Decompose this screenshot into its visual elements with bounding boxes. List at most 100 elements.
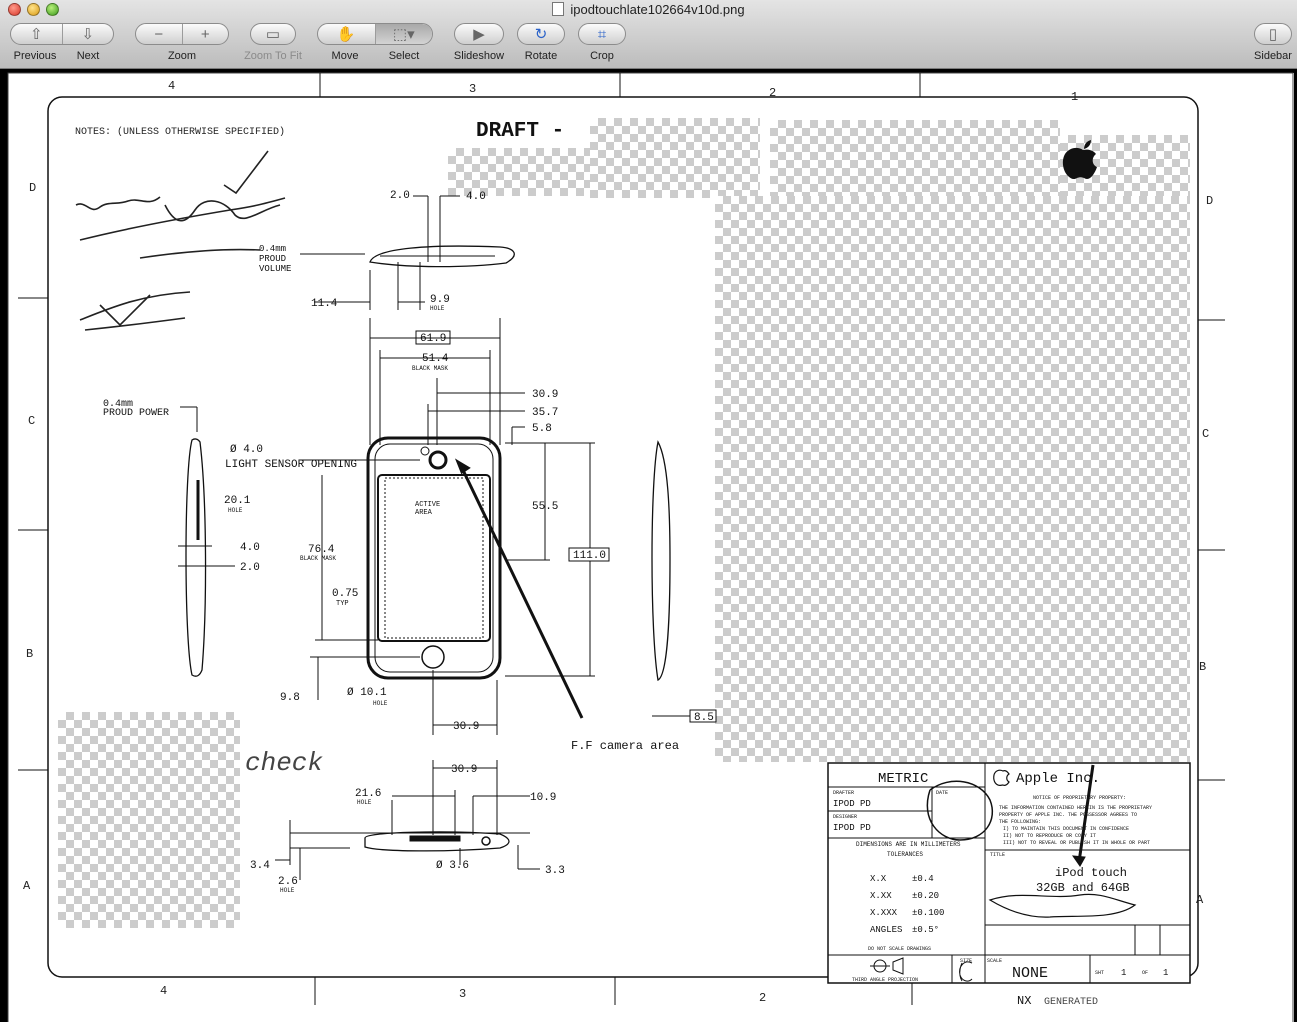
size-label: SIZE xyxy=(960,958,972,964)
tol-angles: ANGLES xyxy=(870,925,902,935)
apple-logo-small-icon xyxy=(993,769,1010,787)
notice-body-6: III) NOT TO REVEAL OR PUBLISH IT IN WHOL… xyxy=(1003,840,1150,846)
dim-3-3: 3.3 xyxy=(545,865,565,877)
dim-9-9: 9.9 xyxy=(430,294,450,306)
window-title-text: ipodtouchlate102664v10d.png xyxy=(570,2,745,17)
page-edge xyxy=(0,69,1297,73)
dim-9-8: 9.8 xyxy=(280,692,300,704)
zoom-window-button[interactable] xyxy=(46,3,59,16)
close-button[interactable] xyxy=(8,3,21,16)
scale-label: SCALE xyxy=(987,958,1002,964)
tol-x-xxx: X.XXX xyxy=(870,908,898,918)
minimize-button[interactable] xyxy=(27,3,40,16)
dim-8-5: 8.5 xyxy=(694,712,714,724)
crop-label: Crop xyxy=(590,50,614,62)
zoom-to-fit-button[interactable]: ▭ xyxy=(250,23,296,45)
handwritten-signature xyxy=(75,150,286,331)
zoom-to-fit-label: Zoom To Fit xyxy=(244,50,302,62)
move-tool-button[interactable]: ✋ xyxy=(318,24,375,44)
minus-icon: − xyxy=(154,25,164,43)
tol-x-xxx-val: ±0.100 xyxy=(912,908,944,918)
sht-value: 1 xyxy=(1121,968,1126,978)
product-name-line1: iPod touch xyxy=(1055,866,1127,880)
tol-x-xx-val: ±0.20 xyxy=(912,891,939,901)
zone-col-3: 3 xyxy=(469,82,476,96)
dim-proud-volume: 0.4mm xyxy=(259,244,286,254)
window-toolbar: ipodtouchlate102664v10d.png ⇧ ⇩ Previous… xyxy=(0,0,1297,69)
rotate-icon: ↻ xyxy=(534,26,548,43)
transparent-region xyxy=(590,118,760,198)
hand-icon: ✋ xyxy=(336,26,356,43)
dim-76-4: 76.4 xyxy=(308,544,335,556)
dim-hole-2: HOLE xyxy=(373,700,388,707)
dim-proud-power: 0.4mm xyxy=(103,399,133,410)
zoom-out-button[interactable]: − xyxy=(136,24,182,44)
tol-x-x: X.X xyxy=(870,874,887,884)
slideshow-button[interactable]: ▶ xyxy=(454,23,504,45)
zone-col-2-bottom: 2 xyxy=(759,991,766,1005)
notice-title: NOTICE OF PROPRIETARY PROPERTY: xyxy=(1033,795,1126,801)
dim-light-sensor: LIGHT SENSOR OPENING xyxy=(225,459,357,471)
ff-camera-label: F.F camera area xyxy=(571,739,679,753)
dim-0-75: 0.75 xyxy=(332,588,358,600)
dim-2-0: 2.0 xyxy=(390,190,410,202)
previous-button[interactable]: ⇧ xyxy=(11,24,62,44)
crop-button[interactable]: ⌗ xyxy=(578,23,626,45)
right-side-view xyxy=(651,440,717,723)
selection-icon: ⬚▾ xyxy=(392,26,415,43)
dim-20-1: 20.1 xyxy=(224,495,251,507)
dim-proud-volume-2: PROUD xyxy=(259,254,286,264)
bottom-view xyxy=(275,760,540,880)
rotate-button[interactable]: ↻ xyxy=(517,23,565,45)
slideshow-icon: ▶ xyxy=(473,26,485,43)
up-arrow-icon: ⇧ xyxy=(29,26,43,43)
zone-col-3-bottom: 3 xyxy=(459,987,466,1001)
transparent-region xyxy=(58,712,240,928)
page-edge xyxy=(0,69,8,1022)
zone-row-a-right: A xyxy=(1196,893,1204,907)
zoom-label: Zoom xyxy=(167,50,197,62)
next-label: Next xyxy=(76,50,100,62)
dim-hole-label: HOLE xyxy=(430,305,445,312)
dim-10-9: 10.9 xyxy=(530,792,556,804)
previous-label: Previous xyxy=(13,50,57,62)
tool-control: ✋ ⬚▾ xyxy=(317,23,433,45)
apple-logo-icon xyxy=(1062,140,1097,180)
transparent-region xyxy=(715,196,1190,762)
notice-body-4: I) TO MAINTAIN THIS DOCUMENT IN CONFIDEN… xyxy=(1003,826,1129,832)
move-label: Move xyxy=(331,50,359,62)
tol-angles-val: ±0.5° xyxy=(912,925,939,935)
ipod-front-view xyxy=(300,436,610,735)
camera-arrow xyxy=(454,458,584,719)
next-button[interactable]: ⇩ xyxy=(61,24,114,44)
select-tool-button[interactable]: ⬚▾ xyxy=(374,24,432,44)
dim-hole-4: HOLE xyxy=(357,799,372,806)
zone-row-a: A xyxy=(23,879,31,893)
sidebar-button[interactable]: ▯ xyxy=(1254,23,1292,45)
sht-label: SHT xyxy=(1095,970,1104,976)
dim-5-8: 5.8 xyxy=(532,423,552,435)
dim-proud-volume-3: VOLUME xyxy=(259,264,291,274)
dim-111-0: 111.0 xyxy=(573,550,606,562)
notice-body-5: II) NOT TO REPRODUCE OR COPY IT xyxy=(1003,833,1096,839)
dim-phi-10-1: Ø 10.1 xyxy=(347,687,387,699)
transparent-region xyxy=(770,120,1060,200)
notice-body-3: THE FOLLOWING: xyxy=(999,819,1041,825)
dim-2-6: 2.6 xyxy=(278,876,298,888)
title-label: TITLE xyxy=(990,852,1005,858)
dim-phi-4-0: Ø 4.0 xyxy=(230,444,263,456)
window-controls xyxy=(8,3,59,16)
date-label: DATE xyxy=(936,790,948,796)
zone-col-4: 4 xyxy=(168,79,175,93)
company-name: Apple Inc. xyxy=(1016,771,1100,787)
nx-label: NX xyxy=(1017,994,1031,1008)
dim-11-4: 11.4 xyxy=(311,298,338,310)
dim-proud-power-2: PROUD POWER xyxy=(103,408,169,419)
crop-icon: ⌗ xyxy=(597,25,607,43)
dim-61-9: 61.9 xyxy=(420,333,446,345)
zoom-in-button[interactable]: + xyxy=(181,24,229,44)
dim-55-5: 55.5 xyxy=(532,501,558,513)
notice-body-1: THE INFORMATION CONTAINED HEREIN IS THE … xyxy=(999,805,1152,811)
prev-next-control: ⇧ ⇩ xyxy=(10,23,114,45)
select-label: Select xyxy=(388,50,420,62)
